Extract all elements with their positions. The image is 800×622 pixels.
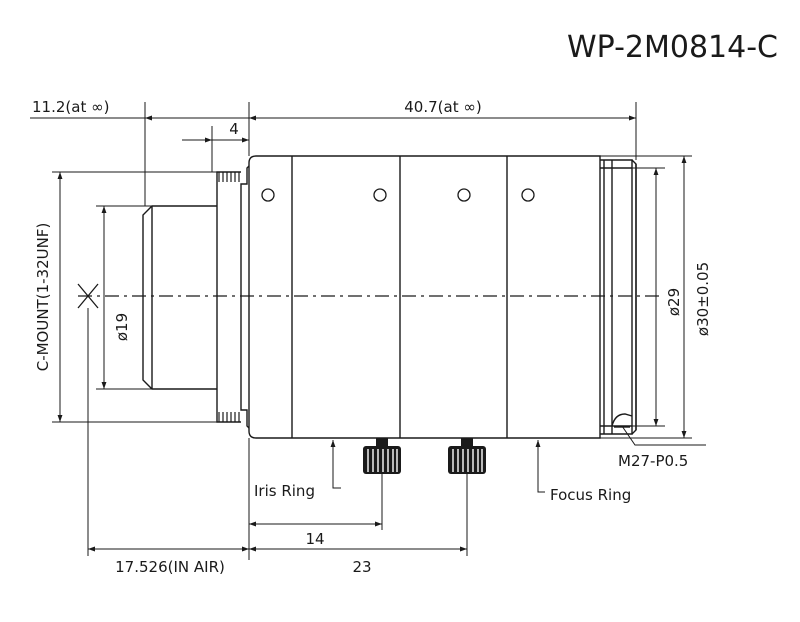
thread-length-label: 4 xyxy=(229,120,239,138)
leader-line xyxy=(621,425,706,446)
hole-icon xyxy=(457,188,471,202)
barrel-outline xyxy=(248,155,601,439)
rear-protrusion xyxy=(142,205,217,390)
flange-protrusion-label: 11.2(at ∞) xyxy=(32,98,109,116)
filter-thread-label: M27-P0.5 xyxy=(618,452,688,470)
focus-distance-label: 23 xyxy=(352,558,371,576)
focal-point-icon xyxy=(77,283,99,309)
lens-body xyxy=(142,155,637,439)
model-title: WP-2M0814-C xyxy=(567,30,778,65)
focus-ring-label: Focus Ring xyxy=(550,486,631,504)
iris-distance-label: 14 xyxy=(305,530,324,548)
hole-icon xyxy=(261,188,275,202)
focus-lock-screw xyxy=(448,438,486,474)
hole-icon xyxy=(521,188,535,202)
leader-line xyxy=(535,440,545,493)
leader-line xyxy=(330,440,341,489)
inner-diameter-label: ø29 xyxy=(665,288,683,316)
ring-holes xyxy=(261,188,535,202)
outer-diameter-label: ø30±0.05 xyxy=(694,262,712,336)
flange-back-label: 17.526(IN AIR) xyxy=(115,558,225,576)
total-length-label: 40.7(at ∞) xyxy=(404,98,481,116)
iris-lock-screw xyxy=(363,438,401,474)
iris-ring-label: Iris Ring xyxy=(254,482,315,500)
front-section xyxy=(600,159,633,435)
hole-icon xyxy=(373,188,387,202)
mount-flange xyxy=(240,165,250,429)
rear-diameter-label: ø19 xyxy=(113,313,131,341)
c-mount-label: C-MOUNT(1-32UNF) xyxy=(34,223,52,372)
c-mount-thread xyxy=(216,171,241,423)
thread-ticks xyxy=(218,172,240,422)
